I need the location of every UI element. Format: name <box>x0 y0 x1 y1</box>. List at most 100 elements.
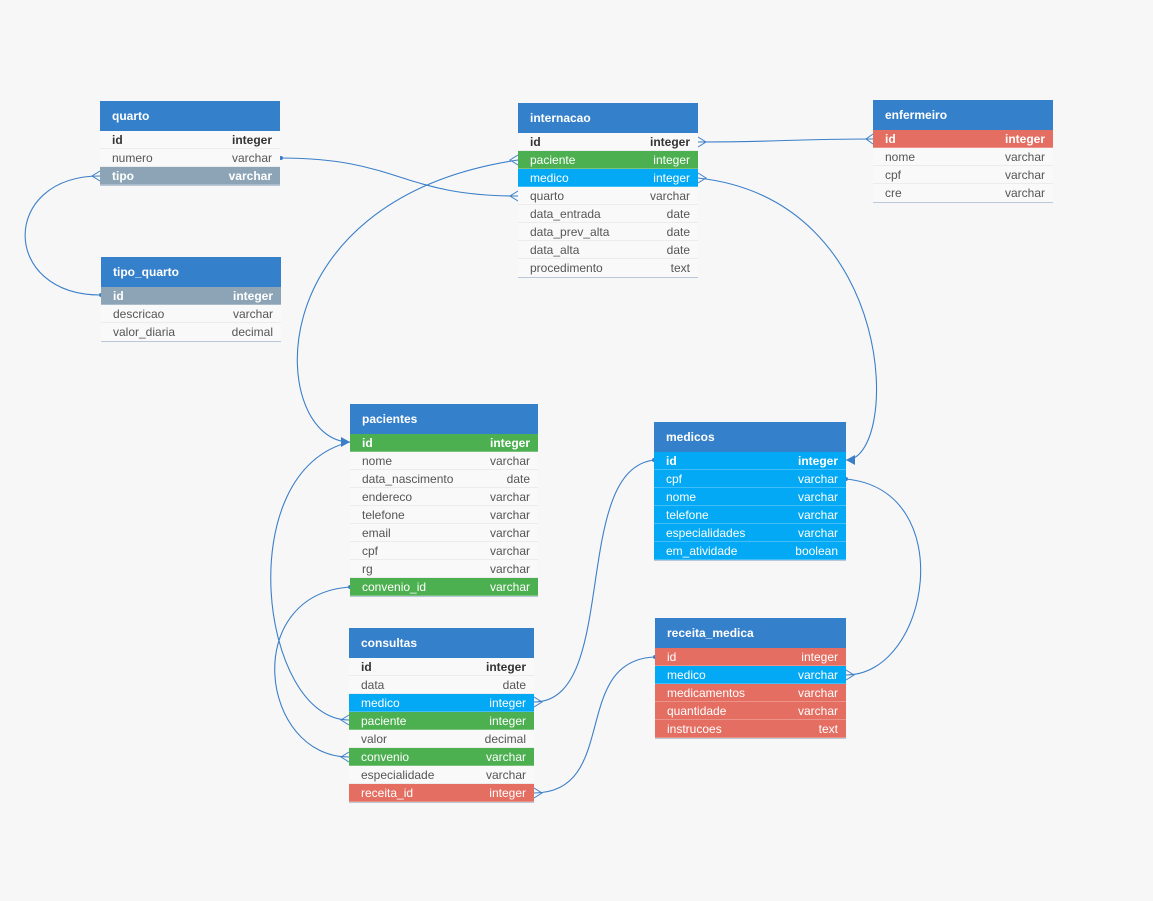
field-type: varchar <box>797 668 838 682</box>
table-header[interactable]: pacientes <box>350 404 538 434</box>
field-row[interactable]: id integer <box>100 131 280 149</box>
table-header[interactable]: receita_medica <box>655 618 846 648</box>
field-type: integer <box>489 714 526 728</box>
field-type: text <box>818 722 838 736</box>
field-name: instrucoes <box>667 722 722 736</box>
field-row[interactable]: receita_id integer <box>349 784 534 802</box>
field-type: date <box>506 472 530 486</box>
field-row[interactable]: medico varchar <box>655 666 846 684</box>
link-internacao-pacientes <box>296 159 519 443</box>
table-header[interactable]: consultas <box>349 628 534 658</box>
crow-foot-marker <box>340 714 350 726</box>
table-header[interactable]: enfermeiro <box>873 100 1053 130</box>
field-type: integer <box>231 133 272 147</box>
crow-foot-marker <box>697 136 707 148</box>
field-name: id <box>530 135 541 149</box>
table-header[interactable]: internacao <box>518 103 698 133</box>
table-header[interactable]: medicos <box>654 422 846 452</box>
field-type: integer <box>489 786 526 800</box>
field-row[interactable]: convenio_id varchar <box>350 578 538 596</box>
field-name: em_atividade <box>666 544 738 558</box>
field-type: varchar <box>797 508 838 522</box>
field-name: medicamentos <box>667 686 746 700</box>
arrow-marker <box>341 437 350 447</box>
crow-foot-marker <box>533 696 543 708</box>
field-type: varchar <box>489 580 530 594</box>
field-name: id <box>112 133 123 147</box>
field-name: convenio_id <box>362 580 427 594</box>
field-name: medico <box>667 668 706 682</box>
arrow-marker <box>846 455 855 465</box>
field-name: receita_id <box>361 786 414 800</box>
field-name: medico <box>530 171 569 185</box>
field-name: quantidade <box>667 704 727 718</box>
field-type: boolean <box>795 544 838 558</box>
field-row[interactable]: instrucoes text <box>655 720 846 738</box>
link-pacientes-consultas <box>270 441 351 721</box>
field-type: integer <box>232 289 273 303</box>
field-name: especialidades <box>666 526 746 540</box>
field-row[interactable]: cre varchar <box>873 184 1053 202</box>
field-name: medico <box>361 696 400 710</box>
field-type: varchar <box>1004 186 1045 200</box>
field-name: procedimento <box>530 261 603 275</box>
field-row[interactable]: em_atividade boolean <box>654 542 846 560</box>
crow-foot-marker <box>91 170 101 182</box>
crow-foot-marker <box>697 172 707 184</box>
table-header[interactable]: quarto <box>100 101 280 131</box>
field-type: varchar <box>797 490 838 504</box>
field-name: numero <box>112 151 153 165</box>
table-header[interactable]: tipo_quarto <box>101 257 281 287</box>
field-type: varchar <box>797 472 838 486</box>
field-type: varchar <box>485 750 526 764</box>
field-name: cre <box>885 186 902 200</box>
